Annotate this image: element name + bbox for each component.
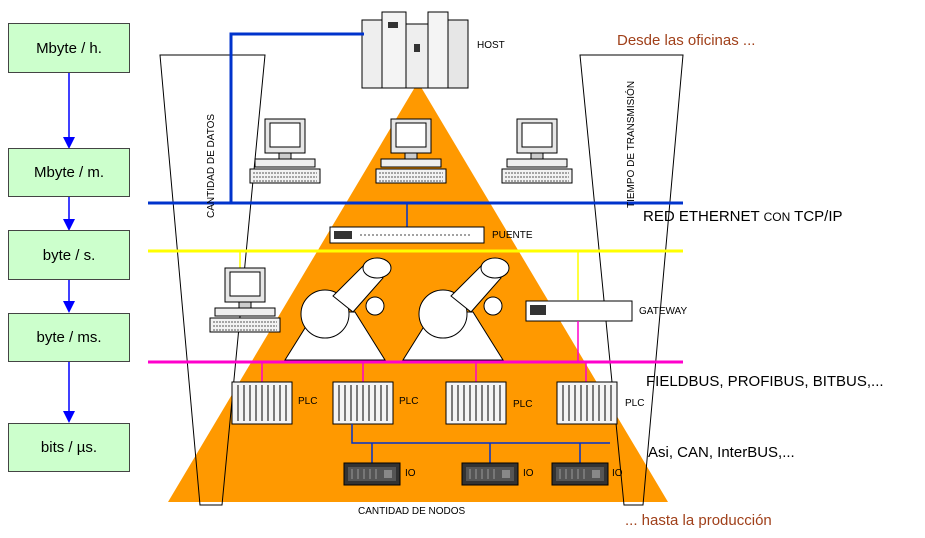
- plc-rack-4: [556, 381, 618, 425]
- plc-rack-3: [445, 381, 507, 425]
- fieldbus-label: FIELDBUS, PROFIBUS, BITBUS,...: [646, 373, 884, 390]
- plc-label: PLC: [513, 399, 533, 410]
- io-bus: [351, 424, 610, 444]
- plc-rack-1: [231, 381, 293, 425]
- plc-label: PLC: [399, 396, 419, 407]
- io-label: IO: [405, 468, 416, 479]
- workstation-right: [501, 118, 573, 184]
- ethernet-label-protocol: TCP/IP: [794, 208, 843, 225]
- bridge-label: PUENTE: [492, 230, 533, 241]
- to-production-label: ... hasta la producción: [625, 512, 772, 529]
- level-box: Mbyte / h.: [8, 23, 130, 73]
- transmission-time-label: TIEMPO DE TRANSMISIÓN: [626, 80, 637, 208]
- bridge-device: [329, 226, 485, 244]
- plc-label: PLC: [625, 398, 645, 409]
- io-module-2: [461, 462, 519, 486]
- data-quantity-label: CANTIDAD DE DATOS: [206, 113, 217, 218]
- io-module-1: [343, 462, 401, 486]
- host-server: [361, 11, 469, 89]
- host-label: HOST: [477, 40, 505, 51]
- from-offices-label: Desde las oficinas ...: [617, 32, 756, 49]
- level-box: byte / ms.: [8, 313, 130, 362]
- level-box: bits / µs.: [8, 423, 130, 472]
- level-box: Mbyte / m.: [8, 148, 130, 197]
- transmission-time-funnel: [579, 54, 684, 506]
- host-ethernet-link: [229, 32, 364, 203]
- pyramid-shape: [168, 82, 668, 502]
- io-label: IO: [612, 468, 623, 479]
- ethernet-label-main: RED ETHERNET: [643, 208, 760, 225]
- plc-rack-2: [332, 381, 394, 425]
- workstation-lower: [209, 267, 281, 333]
- device-bus-label: Asi, CAN, InterBUS,...: [648, 444, 795, 461]
- node-quantity-label: CANTIDAD DE NODOS: [358, 506, 466, 517]
- plc-label: PLC: [298, 396, 318, 407]
- gateway-label: GATEWAY: [639, 306, 688, 317]
- ethernet-label-con: CON: [763, 210, 791, 224]
- ethernet-label: RED ETHERNET CON TCP/IP: [643, 208, 843, 225]
- level-box: byte / s.: [8, 230, 130, 280]
- io-label: IO: [523, 468, 534, 479]
- workstation-left: [249, 118, 321, 184]
- io-module-3: [551, 462, 609, 486]
- gateway-device: [525, 300, 633, 322]
